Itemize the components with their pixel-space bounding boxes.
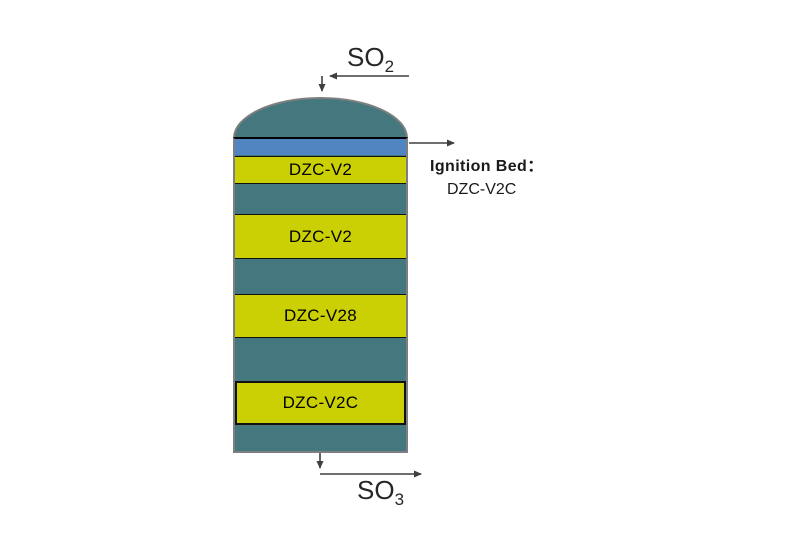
catalyst-bed-2-label: DZC-V2	[288, 226, 353, 246]
catalyst-bed-3: DZC-V28	[235, 294, 406, 338]
catalyst-bed-1: DZC-V2	[235, 156, 406, 184]
vessel-shell: DZC-V2 DZC-V2 DZC-V28 DZC-V2C	[233, 137, 408, 453]
converter-vessel: DZC-V2 DZC-V2 DZC-V28 DZC-V2C	[233, 97, 408, 453]
so2-subscript: 2	[384, 57, 395, 77]
ignition-bed-annotation-title: Ignition Bed：	[430, 158, 544, 175]
catalyst-bed-1-label: DZC-V2	[288, 160, 353, 179]
so3-label: SO3	[357, 475, 404, 510]
catalyst-bed-4-label: DZC-V2C	[282, 393, 359, 412]
catalyst-bed-3-label: DZC-V28	[284, 306, 357, 325]
catalyst-bed-4: DZC-V2C	[235, 381, 406, 425]
so2-label: SO2	[347, 42, 394, 77]
vessel-dome	[233, 97, 408, 138]
ignition-bed-annotation-value: DZC-V2C	[447, 181, 517, 198]
so3-subscript: 3	[394, 490, 405, 510]
ignition-bed-band	[235, 139, 406, 155]
catalyst-bed-2: DZC-V2	[235, 214, 406, 259]
so3-formula: SO	[357, 475, 395, 505]
so2-formula: SO	[347, 42, 385, 72]
